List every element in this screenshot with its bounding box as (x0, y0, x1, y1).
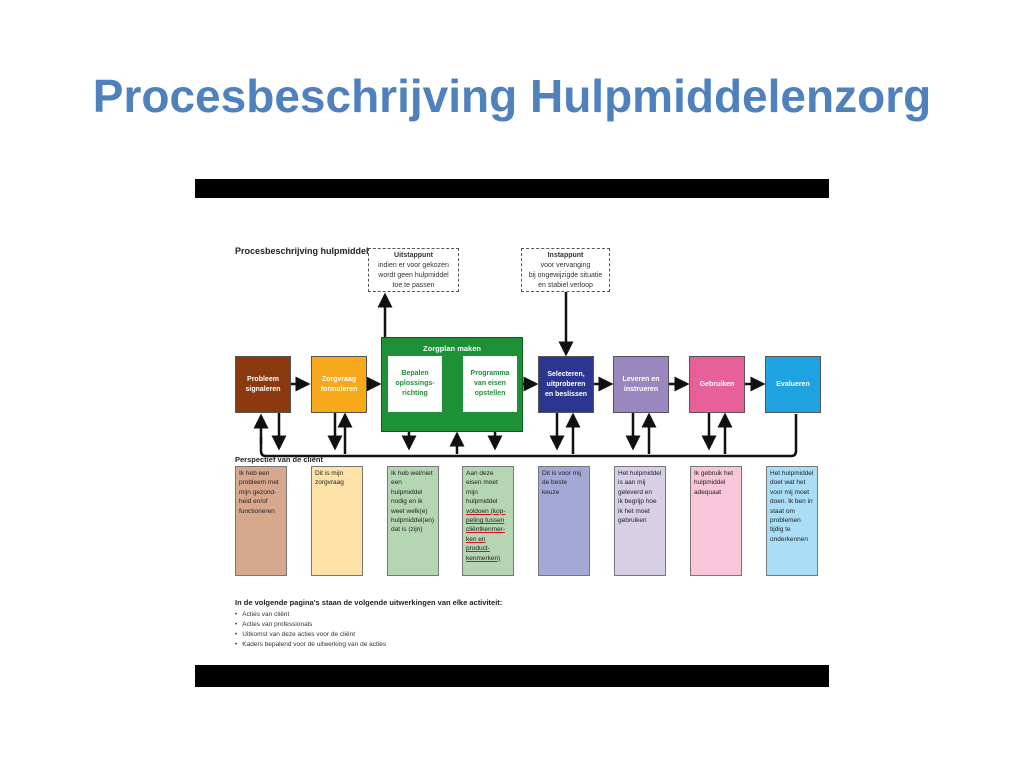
perspective-box: Het hulpmiddel doet wat het voor mij moe… (766, 466, 818, 576)
step-label: Evalueren (776, 380, 810, 388)
step-label: Leveren en (622, 375, 660, 383)
perspective-line: geleverd en (618, 488, 652, 496)
perspective-line: een hulpmiddel (391, 479, 423, 496)
perspective-line: staat om (770, 507, 795, 515)
step-label: uitproberen (546, 380, 586, 388)
perspective-box: Ik heb een probleem met mijn gezond- hei… (235, 466, 287, 576)
perspective-line: onderkennen (770, 535, 808, 543)
step-label: Zorgvraag (321, 375, 357, 383)
perspective-line: ik begrijp hoe (618, 498, 657, 506)
perspective-line: hulpmiddel(en) (391, 517, 434, 525)
step-evalueren: Evalueren (765, 356, 821, 413)
step-leveren-instrueren: Leveren en instrueren (613, 356, 669, 413)
perspective-line: Het hulpmiddel (770, 470, 814, 477)
instappunt-line: voor vervanging (540, 262, 591, 269)
perspective-line: Het hulpmiddel (618, 470, 662, 477)
perspective-line: eisen moet (466, 479, 498, 487)
perspective-box: Ik gebruik het hulpmiddel adequaat (690, 466, 742, 576)
slide-title: Procesbeschrijving Hulpmiddelenzorg (92, 70, 932, 122)
footer-item: Acties van professionals (235, 620, 386, 630)
perspective-line: Ik gebruik het (694, 470, 734, 477)
step-gebruiken: Gebruiken (689, 356, 745, 413)
perspective-line: Ik heb een (239, 470, 270, 477)
footer-item: Uitkomst van deze acties voor de cliënt (235, 630, 386, 640)
perspective-line: is aan mij (618, 479, 646, 487)
footer-list: Acties van cliënt Acties van professiona… (235, 610, 386, 650)
perspective-line: adequaat (694, 488, 722, 496)
perspective-box: Ik heb wel/niet een hulpmiddel nodig en … (387, 466, 439, 576)
perspective-heading: Perspectief van de cliënt (235, 455, 323, 464)
step-probleem-signaleren: Probleem signaleren (235, 356, 291, 413)
step-selecteren: Selecteren, uitproberen en beslissen (538, 356, 594, 413)
perspective-line: cliëntkenmer- (466, 526, 506, 534)
feedback-bus (259, 414, 798, 458)
perspective-box: Dit is voor mij de beste keuze (538, 466, 590, 576)
perspective-line: peling tussen (466, 517, 505, 525)
zorgplan-maken-box: Zorgplan maken Bepalen oplossings-richtin… (381, 337, 523, 432)
step-label: Selecteren, (547, 370, 585, 378)
zorgplan-sub-label: opstellen (474, 390, 506, 397)
perspective-line: gebruiken (618, 517, 647, 525)
perspective-line: mijn gezond- (239, 488, 277, 496)
figure-heading: Procesbeschrijving hulpmiddelenzorg (235, 246, 399, 256)
perspective-line: de beste keuze (542, 479, 567, 496)
perspective-line: probleem met (239, 479, 279, 487)
perspective-line: heid en/of (239, 498, 268, 506)
instappunt-title: Instappunt (547, 252, 584, 259)
instappunt-note: Instappunt voor vervanging bij ongewijzi… (521, 248, 610, 292)
instappunt-line: en stabiel verloop (538, 282, 593, 289)
perspective-line: Aan deze (466, 470, 494, 477)
perspective-line: zorgvraag (315, 479, 344, 487)
zorgplan-sub-bepalen: Bepalen oplossings-richting (388, 356, 442, 412)
perspective-line: doet wat het (770, 479, 806, 487)
perspective-line: Ik heb wel/niet (391, 470, 433, 477)
perspective-line: voor mij moet (770, 488, 810, 496)
perspective-box: Dit is mijn zorgvraag (311, 466, 363, 576)
perspective-line: doen. Ik ben in (770, 498, 813, 506)
perspective-line: problemen (770, 517, 801, 525)
footer-item: Acties van cliënt (235, 610, 386, 620)
zorgplan-title: Zorgplan maken (423, 344, 481, 353)
zorgplan-sub-label: Bepalen (401, 370, 429, 377)
perspective-line: ik het moet (618, 507, 650, 515)
perspective-line: ken en product- (466, 535, 490, 553)
perspective-line: tijdig te (770, 526, 791, 534)
uitstappunt-title: Uitstappunt (394, 252, 433, 259)
instappunt-line: bij ongewijzigde situatie (528, 272, 603, 279)
uitstappunt-line: toe te passen (392, 282, 435, 289)
figure-canvas: Procesbeschrijving hulpmiddelenzorg Uits… (195, 198, 829, 665)
perspective-box: Aan deze eisen moet mijn hulpmiddel vold… (462, 466, 514, 576)
perspective-line: Dit is mijn (315, 470, 344, 477)
perspective-line: nodig en ik (391, 498, 423, 506)
zorgplan-sub-label: richting (402, 390, 428, 397)
footer-heading: In de volgende pagina's staan de volgend… (235, 598, 503, 607)
perspective-line: Dit is voor mij (542, 470, 582, 477)
flow-arrows (253, 292, 798, 458)
perspective-box: Het hulpmiddel is aan mij geleverd en ik… (614, 466, 666, 576)
uitstappunt-note: Uitstappunt indien er voor gekozen wordt… (368, 248, 459, 292)
zorgplan-sub-label: oplossings- (395, 380, 435, 387)
step-label: en beslissen (544, 390, 588, 398)
perspective-line: weet welk(e) (391, 507, 428, 515)
step-label: signaleren (245, 385, 281, 393)
uitstappunt-line: wordt geen hulpmiddel (378, 272, 449, 279)
step-zorgvraag-formuleren: Zorgvraag formuleren (311, 356, 367, 413)
perspective-line: dat is (zijn) (391, 526, 423, 534)
step-label: formuleren (320, 385, 358, 393)
zorgplan-sub-programma: Programma van eisen opstellen (463, 356, 517, 412)
zorgplan-sub-label: van eisen (474, 380, 506, 387)
step-label: Probleem (247, 375, 279, 383)
process-figure: Procesbeschrijving hulpmiddelenzorg Uits… (195, 179, 829, 687)
step-label: instrueren (623, 385, 659, 393)
step-label: Gebruiken (699, 380, 735, 388)
perspective-line: voldoen (kop- (466, 507, 506, 515)
perspective-line: hulpmiddel (694, 479, 726, 487)
footer-item: Kaders bepalend voor de uitwerking van d… (235, 640, 386, 650)
perspective-line: mijn hulpmiddel (466, 488, 498, 506)
zorgplan-sub-label: Programma (470, 370, 510, 377)
perspective-line: kenmerken) (466, 554, 501, 562)
perspective-line: functioneren (239, 507, 275, 515)
uitstappunt-line: indien er voor gekozen (378, 262, 449, 269)
